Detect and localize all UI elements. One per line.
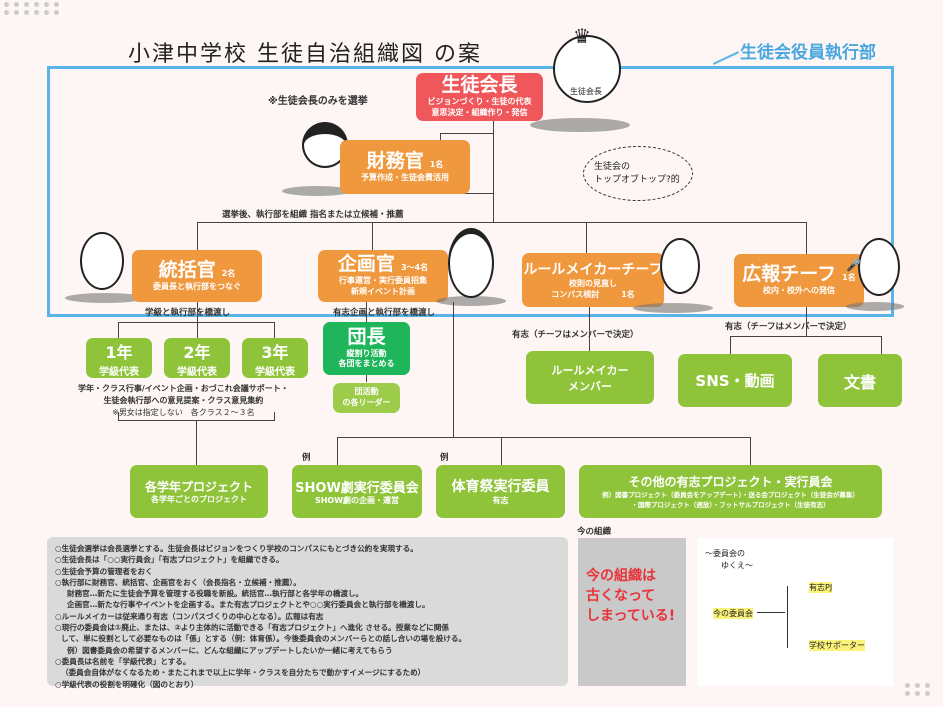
planner-character-illustration: [448, 228, 494, 298]
example-label: 例: [302, 453, 311, 463]
president-box[interactable]: 生徒会長 ビジョンづくり・生徒の代表 意思決定・組織作り・発信: [416, 73, 543, 121]
current-org-label: 今の組織: [577, 527, 612, 537]
organize-note: 選挙後、執行部を組織 指名または立候補・推薦: [222, 210, 404, 220]
show-committee-box[interactable]: SHOW劇実行委員会 SHOW劇の企画・運営: [292, 465, 422, 518]
rule-members-box[interactable]: ルールメイカー メンバー: [526, 351, 654, 404]
pr-volunteer-note: 有志（チーフはメンバーで決定）: [725, 322, 852, 332]
president-character-illustration: [553, 35, 621, 103]
election-note: ※生徒会長のみを選挙: [268, 96, 368, 107]
president-sash: 生徒会長: [570, 87, 602, 96]
microphone-icon: 🎤: [846, 258, 861, 272]
page-title: 小津中学校 生徒自治組織図 の案: [128, 42, 482, 67]
team-leaders-box[interactable]: 団活動 の各リーダー: [333, 383, 400, 413]
dot-decoration: [905, 683, 932, 696]
grade-2-rep-box[interactable]: 2年 学級代表: [164, 338, 230, 378]
treasurer-desc: 予算作成・生徒会費活用: [361, 172, 449, 182]
grade-1-rep-box[interactable]: 1年 学級代表: [86, 338, 152, 378]
coordinator-title: 統括官: [158, 258, 216, 281]
grade-duties-note: 学年・クラス行事/イベント企画・おづこれ会議サポート・ 生徒会執行部への意見提案…: [78, 384, 289, 417]
sports-committee-box[interactable]: 体育祭実行委員 有志: [436, 465, 565, 518]
example-label: 例: [440, 453, 449, 463]
other-projects-box[interactable]: その他の有志プロジェクト・実行員会 例）図書プロジェクト（委員会をアップデート）…: [579, 465, 882, 518]
crown-icon: ♛: [573, 24, 591, 48]
rule-volunteer-note: 有志（チーフはメンバーで決定）: [512, 330, 639, 340]
committee-future-sketch: ～委員会の ゆくえ～ 今の委員会 有志PJ 学校サポーター: [697, 538, 893, 686]
president-desc: 意思決定・組織作り・発信: [431, 107, 528, 117]
label-pointer: [712, 51, 740, 65]
planner-bridge-note: 有志企画と執行部を橋渡し: [333, 308, 436, 318]
grade-project-box[interactable]: 各学年プロジェクト 各学年ごとのプロジェクト: [130, 465, 268, 518]
grade-3-rep-box[interactable]: 3年 学級代表: [242, 338, 308, 378]
rule-chief-character-illustration: [660, 238, 700, 294]
speech-bubble: 生徒会の トップオブトップ?的: [583, 146, 693, 201]
planner-title: 企画官: [337, 253, 395, 276]
coordinator-bridge-note: 学級と執行部を橋渡し: [145, 308, 231, 318]
pr-chief-character-illustration: [858, 238, 900, 296]
pr-chief-title: 広報チーフ: [742, 263, 837, 286]
coordinator-character-illustration: [80, 232, 124, 290]
treasurer-title: 財務官: [366, 149, 424, 172]
dot-decoration: [4, 2, 61, 15]
president-desc: ビジョンづくり・生徒の代表: [427, 97, 532, 107]
exec-section-label: 生徒会役員執行部: [740, 43, 876, 63]
president-title: 生徒会長: [441, 74, 518, 97]
exec-boundary: [47, 66, 894, 317]
leader-box[interactable]: 団長 縦割り活動 各団をまとめる: [323, 322, 410, 375]
current-org-photo: 今の組織は 古くなって しまっている!: [578, 538, 686, 686]
rule-chief-title: ルールメイカーチーフ: [523, 262, 663, 279]
sns-video-box[interactable]: SNS・動画: [678, 354, 792, 407]
notes-panel: ○生徒会選挙は会長選挙とする。生徒会長はビジョンをつくり学校のコンパスにもとづき…: [47, 537, 568, 689]
documents-box[interactable]: 文書: [818, 354, 902, 407]
